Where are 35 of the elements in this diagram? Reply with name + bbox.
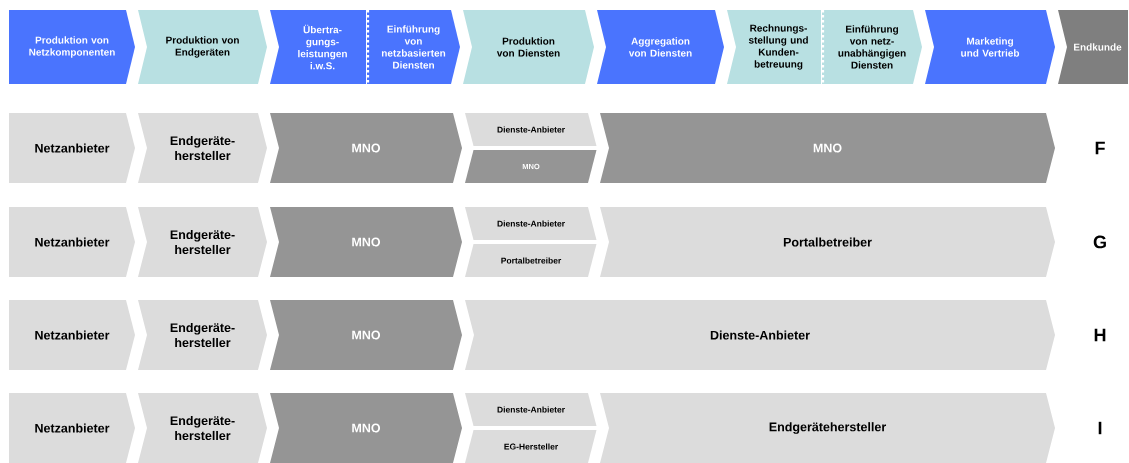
- process-step: Endkunde: [1058, 10, 1128, 84]
- process-step: Rechnungs- stellung und Kunden- betreuung: [727, 10, 821, 84]
- role-bar: Netzanbieter: [9, 113, 135, 183]
- role-bar: MNO: [270, 207, 462, 277]
- role-bar: Endgeräte- hersteller: [138, 113, 267, 183]
- row-letter: I: [1098, 421, 1102, 435]
- process-step: Übertra- gungs- leistungen i.w.S.: [270, 10, 366, 84]
- role-bar: Dienste-Anbieter: [465, 207, 597, 240]
- process-step: Einführung von netzbasierten Diensten: [367, 10, 460, 84]
- role-bar: Endgerätehersteller: [600, 393, 1055, 463]
- role-bar: Netzanbieter: [9, 207, 135, 277]
- role-bar: Portalbetreiber: [600, 207, 1055, 277]
- role-bar: Endgeräte- hersteller: [138, 207, 267, 277]
- process-step: Produktion von Netzkomponenten: [9, 10, 135, 84]
- role-bar: Netzanbieter: [9, 393, 135, 463]
- role-bar: EG-Hersteller: [465, 430, 597, 463]
- row-letter: G: [1093, 235, 1106, 249]
- role-bar: Dienste-Anbieter: [465, 300, 1055, 370]
- role-bar: Dienste-Anbieter: [465, 113, 597, 146]
- role-bar: Portalbetreiber: [465, 244, 597, 277]
- row-letter: H: [1094, 328, 1106, 342]
- row-letter: F: [1095, 141, 1105, 155]
- process-step: Produktion von Diensten: [463, 10, 594, 84]
- role-bar: Endgeräte- hersteller: [138, 393, 267, 463]
- process-step: Produktion von Endgeräten: [138, 10, 267, 84]
- role-bar: Netzanbieter: [9, 300, 135, 370]
- role-bar: Endgeräte- hersteller: [138, 300, 267, 370]
- role-bar: MNO: [270, 113, 462, 183]
- role-bar: MNO: [270, 393, 462, 463]
- process-step: Marketing und Vertrieb: [925, 10, 1055, 84]
- role-bar: MNO: [600, 113, 1055, 183]
- process-step: Einführung von netz- unabhängigen Diensten: [822, 10, 922, 84]
- role-bar: MNO: [270, 300, 462, 370]
- role-bar: Dienste-Anbieter: [465, 393, 597, 426]
- process-step: Aggregation von Diensten: [597, 10, 724, 84]
